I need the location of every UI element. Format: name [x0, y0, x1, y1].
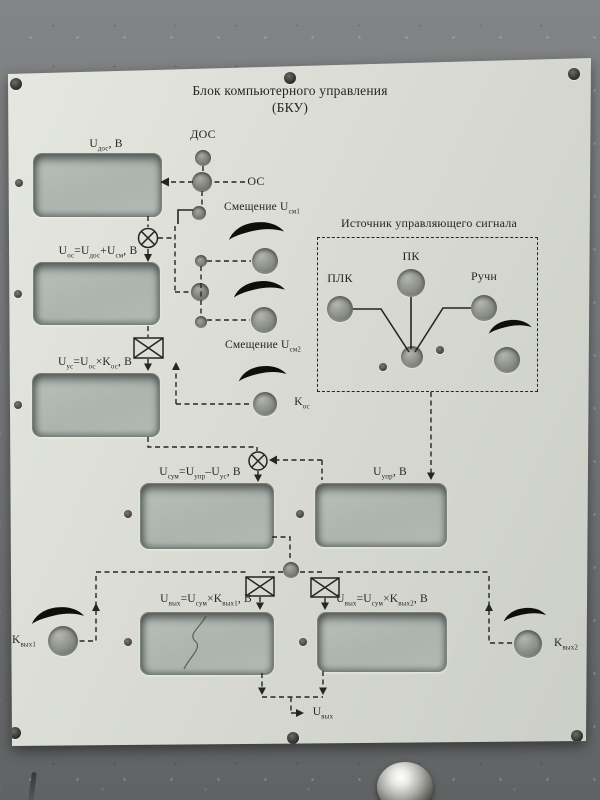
display-label-uvyh1: Uвых=Uсум×Kвых1, В	[160, 593, 252, 608]
source-selector-title: Источник управляющего сигнала	[340, 216, 518, 230]
display-window-uus	[32, 373, 160, 437]
dos-label: ДОС	[190, 127, 216, 141]
k-os-knob[interactable]	[253, 392, 277, 416]
selector-position-pc[interactable]	[397, 269, 425, 297]
selector-position-plc[interactable]	[327, 296, 353, 322]
display-window-udos	[33, 153, 162, 217]
junction-hole	[195, 316, 207, 328]
os-junction-hole	[192, 172, 212, 192]
multiplier-block-icon	[133, 337, 340, 598]
display-window-uupr	[315, 483, 447, 547]
offset2-knob[interactable]	[251, 307, 277, 333]
mounting-hole	[568, 68, 580, 80]
junction-hole	[195, 255, 207, 267]
k-out2-knob[interactable]	[514, 630, 542, 658]
pilot-hole	[436, 346, 444, 354]
os-label: ОС	[247, 174, 265, 188]
selector-option-plc-label: ПЛК	[327, 271, 353, 285]
pilot-hole	[296, 510, 304, 518]
display-label-uus: Uус=Uос×Kос, В	[57, 356, 133, 371]
mounting-hole	[287, 732, 299, 744]
display-label-udos: Uдос, В	[89, 138, 123, 153]
selector-center-hole[interactable]	[401, 346, 423, 368]
display-window-uvyh1	[140, 612, 274, 675]
k-out1-knob[interactable]	[48, 626, 78, 656]
pilot-hole	[124, 510, 132, 518]
display-label-uos: Uос=Uдос+Uсм, В	[58, 245, 138, 260]
offset2-label: Смещение Uсм2	[224, 339, 302, 354]
pilot-hole	[15, 179, 23, 187]
junction-hole	[192, 206, 206, 220]
mounting-hole	[9, 727, 21, 739]
u-out-label: Uвых	[312, 706, 334, 721]
k-os-label: Kос	[294, 396, 310, 411]
display-window-uvyh2	[317, 612, 447, 672]
mounting-hole	[571, 730, 583, 742]
pointer-arc-icon	[31, 222, 547, 624]
k-out2-label: Kвых2	[553, 637, 579, 652]
mounting-hole	[10, 78, 22, 90]
dashed-signal-wires	[78, 166, 513, 714]
selector-position-lines	[177, 209, 471, 353]
pilot-hole	[379, 363, 387, 371]
offset1-label: Смещение Uсм1	[223, 201, 301, 216]
junction-hole	[191, 283, 209, 301]
selector-option-pc-label: ПК	[402, 249, 420, 263]
source-selector-knob[interactable]	[494, 347, 520, 373]
metal-knob-background	[377, 762, 433, 800]
crack-mark	[183, 615, 207, 670]
display-label-uvyh2: Uвых=Uсум×Kвых2, В	[336, 593, 428, 608]
display-window-usum	[140, 483, 274, 549]
dos-terminal-hole	[195, 150, 211, 166]
panel-title-line2: (БКУ)	[271, 100, 309, 115]
source-selector-box	[317, 237, 538, 392]
offset1-knob[interactable]	[252, 248, 278, 274]
display-label-uupr: Uупр, В	[373, 466, 407, 481]
summing-junction-icon	[137, 227, 268, 471]
display-label-usum: Uсум=Uупр–Uус, В	[159, 466, 241, 481]
display-window-uos	[33, 262, 160, 325]
pilot-hole	[124, 638, 132, 646]
selector-option-manual-label: Ручн	[471, 269, 497, 283]
pilot-hole	[14, 401, 22, 409]
panel-title-line1: Блок компьютерного управления	[192, 83, 388, 98]
mounting-hole	[284, 72, 296, 84]
k-out1-label: Kвых1	[11, 634, 37, 649]
pilot-hole	[299, 638, 307, 646]
arrowhead-icons	[92, 177, 493, 717]
pilot-hole	[14, 290, 22, 298]
junction-hole	[283, 562, 299, 578]
selector-position-manual[interactable]	[471, 295, 497, 321]
